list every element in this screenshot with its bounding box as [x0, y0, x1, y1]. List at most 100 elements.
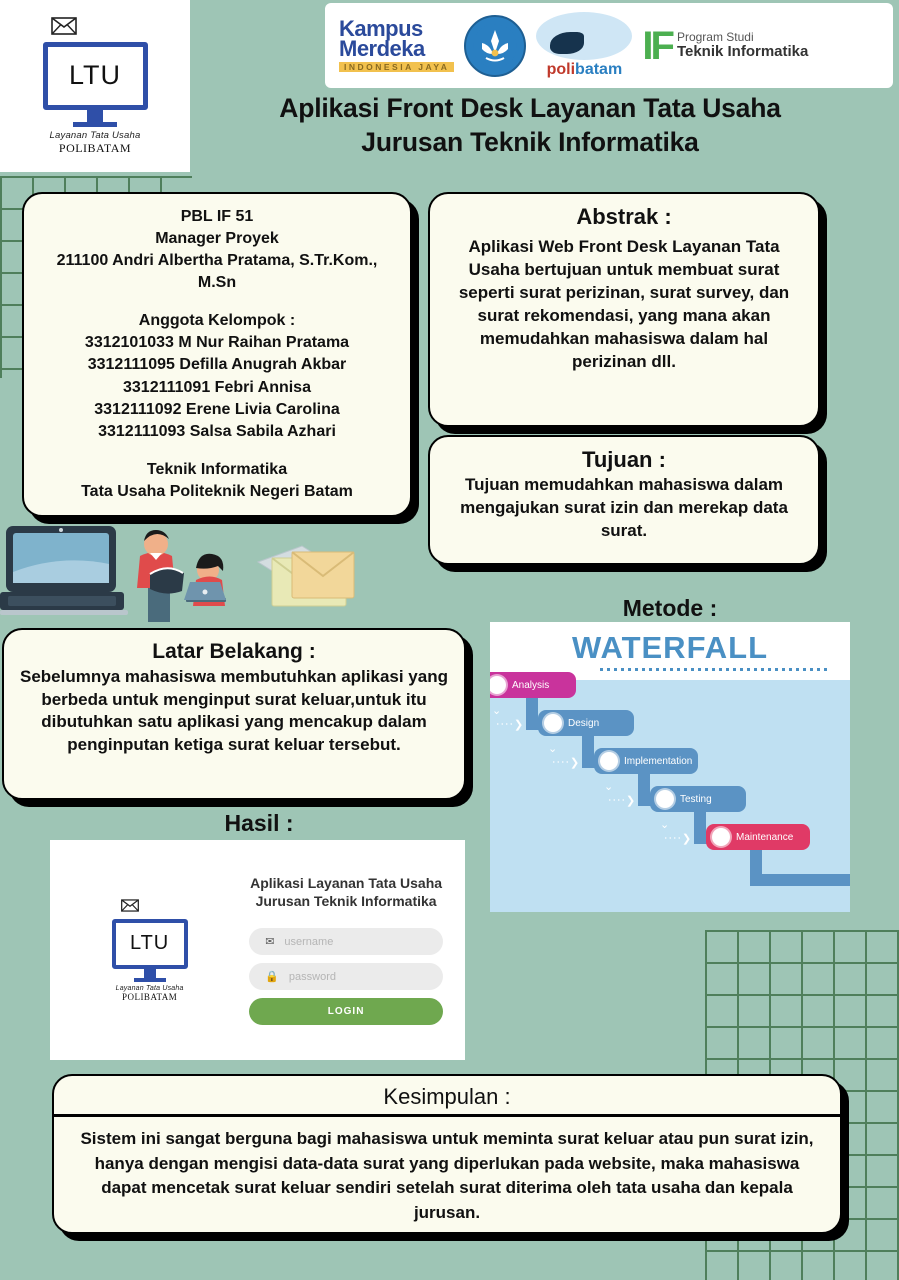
- if-line-program: Program Studi: [676, 30, 754, 45]
- waterfall-diagram: WATERFALL ⌄ ‧‧‧‧❯ ⌄ ‧‧‧‧❯ ⌄ ‧‧‧‧❯ ⌄ ‧‧‧‧…: [490, 622, 850, 912]
- department-line2: Tata Usaha Politeknik Negeri Batam: [81, 482, 353, 500]
- waterfall-node-icon: [544, 714, 562, 732]
- kesimpulan-body: Sistem ini sangat berguna bagi mahasiswa…: [80, 1129, 814, 1222]
- ltu-logo-panel: LTU Layanan Tata Usaha POLIBATAM: [0, 0, 190, 172]
- ltu-logo: LTU Layanan Tata Usaha POLIBATAM: [42, 16, 148, 156]
- login-logo-area: LTU Layanan Tata Usaha POLIBATAM: [50, 898, 249, 1002]
- if-line-major: Teknik Informatika: [676, 42, 809, 60]
- polibatam-wordmark: polibatam: [547, 61, 623, 79]
- ltu-caption-institution: POLIBATAM: [58, 140, 132, 155]
- latar-belakang-heading: Latar Belakang :: [152, 640, 316, 663]
- waterfall-arrow-icon: ⌄: [492, 705, 503, 717]
- page-title: Aplikasi Front Desk Layanan Tata Usaha J…: [190, 92, 870, 160]
- monitor-icon: LTU: [111, 918, 188, 969]
- envelopes-illustration: [256, 545, 355, 607]
- abstrak-body: Aplikasi Web Front Desk Layanan Tata Usa…: [458, 237, 790, 371]
- page-title-line1: Aplikasi Front Desk Layanan Tata Usaha: [279, 93, 781, 123]
- teknik-informatika-logo: IF Program Studi Teknik Informatika: [642, 26, 808, 66]
- list-item: 3312111091 Febri Annisa: [123, 378, 311, 396]
- waterfall-arrow-icon: ⌄: [548, 743, 559, 755]
- waterfall-arrow-icon: ⌄: [660, 819, 671, 831]
- lock-icon: 🔒: [265, 971, 279, 983]
- spacer: [38, 294, 396, 310]
- login-logo-caption2: POLIBATAM: [121, 991, 178, 1002]
- waterfall-step-label: Design: [568, 717, 600, 729]
- tujuan-heading: Tujuan :: [582, 447, 666, 472]
- monitor-icon: LTU: [42, 41, 148, 110]
- kampus-merdeka-line1: Kampus: [339, 15, 423, 41]
- if-text-block: Program Studi Teknik Informatika: [677, 31, 808, 59]
- department-line1: Teknik Informatika: [146, 460, 288, 478]
- password-placeholder: password: [288, 970, 336, 983]
- waterfall-node-icon: [712, 828, 730, 846]
- list-item: 3312101033 M Nur Raihan Pratama: [84, 334, 350, 352]
- list-item: 3312111092 Erene Livia Carolina: [94, 400, 340, 418]
- waterfall-step-analysis: Analysis: [490, 672, 576, 698]
- monitor-stand: [87, 109, 103, 122]
- login-app-title: Aplikasi Layanan Tata Usaha Jurusan Tekn…: [250, 875, 443, 909]
- polibatam-mark-icon: [536, 12, 633, 60]
- team-info-card: PBL IF 51 Manager Proyek 211100 Andri Al…: [22, 192, 412, 517]
- polibatam-logo: polibatam: [536, 12, 633, 79]
- person-laptop-illustration: [184, 553, 226, 606]
- kampus-merdeka-logo: Kampus Merdeka INDONESIA JAYA: [339, 15, 455, 73]
- login-button[interactable]: LOGIN: [249, 998, 443, 1025]
- manager-name: 211100 Andri Albertha Pratama, S.Tr.Kom.…: [56, 252, 378, 292]
- waterfall-arrow-icon: ‧‧‧‧❯: [608, 795, 637, 807]
- if-mark-icon: IF: [642, 23, 675, 68]
- divider: [54, 1114, 840, 1117]
- monitor-base: [133, 977, 166, 982]
- metode-heading: Metode :: [622, 595, 718, 621]
- latar-belakang-body: Sebelumnya mahasiswa membutuhkan aplikas…: [20, 667, 448, 754]
- person-reading-illustration: [137, 530, 184, 622]
- envelope-icon: ✉: [265, 936, 275, 948]
- username-placeholder: username: [284, 935, 334, 948]
- waterfall-ribbon: [750, 874, 850, 886]
- waterfall-title: WATERFALL: [571, 630, 769, 665]
- waterfall-step-testing: Testing: [650, 786, 746, 812]
- login-form: Aplikasi Layanan Tata Usaha Jurusan Tekn…: [249, 875, 465, 1025]
- login-logo-text: LTU: [129, 932, 170, 954]
- hasil-heading: Hasil :: [224, 810, 294, 836]
- password-field[interactable]: 🔒 password: [249, 963, 443, 990]
- kampus-merdeka-tagline: INDONESIA JAYA: [339, 62, 455, 73]
- username-field[interactable]: ✉ username: [249, 928, 443, 955]
- waterfall-arrow-icon: ‧‧‧‧❯: [496, 719, 525, 731]
- latar-belakang-card: Latar Belakang : Sebelumnya mahasiswa me…: [2, 628, 466, 800]
- waterfall-step-maintenance: Maintenance: [706, 824, 810, 850]
- list-item: 3312111093 Salsa Sabila Azhari: [98, 422, 336, 440]
- waterfall-step-label: Maintenance: [736, 831, 794, 843]
- login-logo-caption1: Layanan Tata Usaha: [115, 984, 184, 992]
- kampus-merdeka-line2: Merdeka: [339, 36, 425, 62]
- waterfall-step-implementation: Implementation: [594, 748, 698, 774]
- waterfall-arrow-icon: ⌄: [604, 781, 615, 793]
- kesimpulan-heading: Kesimpulan :: [383, 1084, 511, 1109]
- waterfall-step-label: Implementation: [624, 755, 693, 767]
- polibatam-text-poli: poli: [546, 61, 576, 78]
- abstrak-heading: Abstrak :: [576, 204, 672, 229]
- monitor-base: [73, 121, 117, 127]
- page-title-line2: Jurusan Teknik Informatika: [361, 126, 699, 157]
- abstrak-card: Abstrak : Aplikasi Web Front Desk Layana…: [428, 192, 820, 427]
- waterfall-step-label: Testing: [680, 793, 712, 805]
- list-item: 3312111095 Defilla Anugrah Akbar: [87, 356, 347, 374]
- tujuan-body: Tujuan memudahkan mahasiswa dalam mengaj…: [460, 475, 788, 540]
- ltu-monitor-text: LTU: [68, 60, 121, 90]
- polibatam-text-batam: batam: [575, 61, 623, 78]
- manager-role: Manager Proyek: [155, 230, 279, 248]
- waterfall-arrow-icon: ‧‧‧‧❯: [664, 833, 693, 845]
- waterfall-step-design: Design: [538, 710, 634, 736]
- envelope-icon: [50, 16, 77, 40]
- illustration-group: [0, 520, 370, 625]
- partner-logo-strip: Kampus Merdeka INDONESIA JAYA polibatam …: [325, 3, 893, 88]
- waterfall-dotted-rule: [600, 668, 830, 671]
- kesimpulan-card: Kesimpulan : Sistem ini sangat berguna b…: [52, 1074, 842, 1234]
- waterfall-node-icon: [656, 790, 674, 808]
- members-heading: Anggota Kelompok :: [138, 312, 296, 330]
- project-code: PBL IF 51: [180, 208, 254, 225]
- tut-wuri-handayani-icon: [464, 14, 527, 77]
- monitor-stand: [143, 968, 156, 978]
- waterfall-arrow-icon: ‧‧‧‧❯: [552, 757, 581, 769]
- waterfall-step-label: Analysis: [512, 679, 550, 691]
- login-screenshot: LTU Layanan Tata Usaha POLIBATAM Aplikas…: [50, 840, 465, 1060]
